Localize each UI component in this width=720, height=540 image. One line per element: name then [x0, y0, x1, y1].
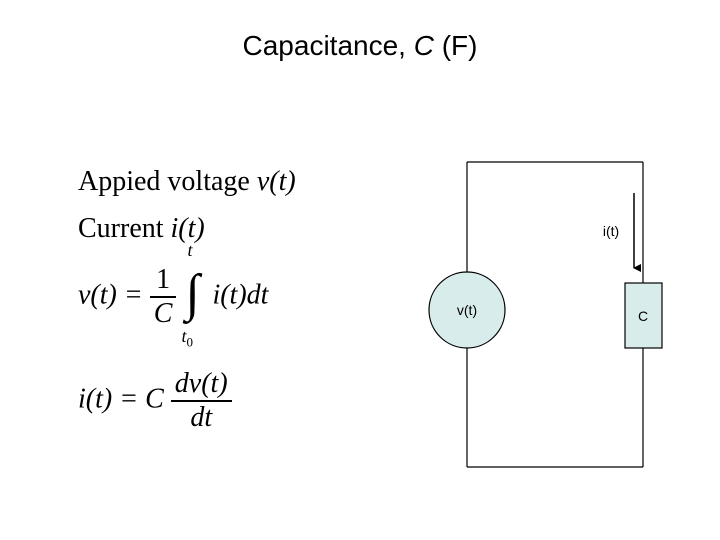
applied-voltage-line: Appied voltage v(t)	[78, 166, 296, 198]
integral-lower-limit: t0	[181, 326, 193, 350]
eq2-denominator: dt	[190, 402, 213, 433]
title-prefix: Capacitance,	[242, 30, 414, 61]
eq1-fraction: 1 C	[149, 264, 177, 330]
eq1-fraction-bar	[149, 296, 177, 298]
current-line: Current i(t)	[78, 213, 205, 245]
integral-equation: v(t) = 1 C ∫ t t0 i(t)dt	[78, 240, 269, 350]
integral-upper-limit: t	[187, 240, 193, 260]
eq2-numerator: dv(t)	[174, 368, 228, 399]
integral-symbol: ∫	[185, 265, 200, 322]
applied-voltage-label: Appied voltage	[78, 166, 257, 197]
applied-voltage-var: v(t)	[256, 166, 296, 197]
current-arrow-label: i(t)	[603, 223, 619, 239]
title-unit: (F)	[433, 30, 478, 61]
voltage-source	[428, 271, 506, 349]
eq2-lhs: i(t) = C	[78, 383, 164, 415]
capacitor	[624, 282, 663, 349]
voltage-source-label: v(t)	[457, 302, 477, 318]
derivative-equation: i(t) = C dv(t) dt	[78, 368, 232, 434]
current-label: Current	[78, 213, 171, 244]
slide-title: Capacitance, C (F)	[0, 30, 720, 62]
title-symbol: C	[413, 30, 434, 61]
current-var: i(t)	[170, 213, 205, 244]
eq1-lhs: v(t) =	[78, 279, 143, 311]
eq1-denominator: C	[153, 298, 173, 329]
eq2-fraction-bar	[170, 400, 232, 402]
eq1-numerator: 1	[156, 264, 171, 295]
eq1-integrand: i(t)dt	[212, 279, 269, 311]
capacitor-label: C	[638, 308, 648, 324]
eq2-fraction: dv(t) dt	[170, 368, 232, 434]
integral-sign: ∫ t t0	[181, 240, 205, 350]
